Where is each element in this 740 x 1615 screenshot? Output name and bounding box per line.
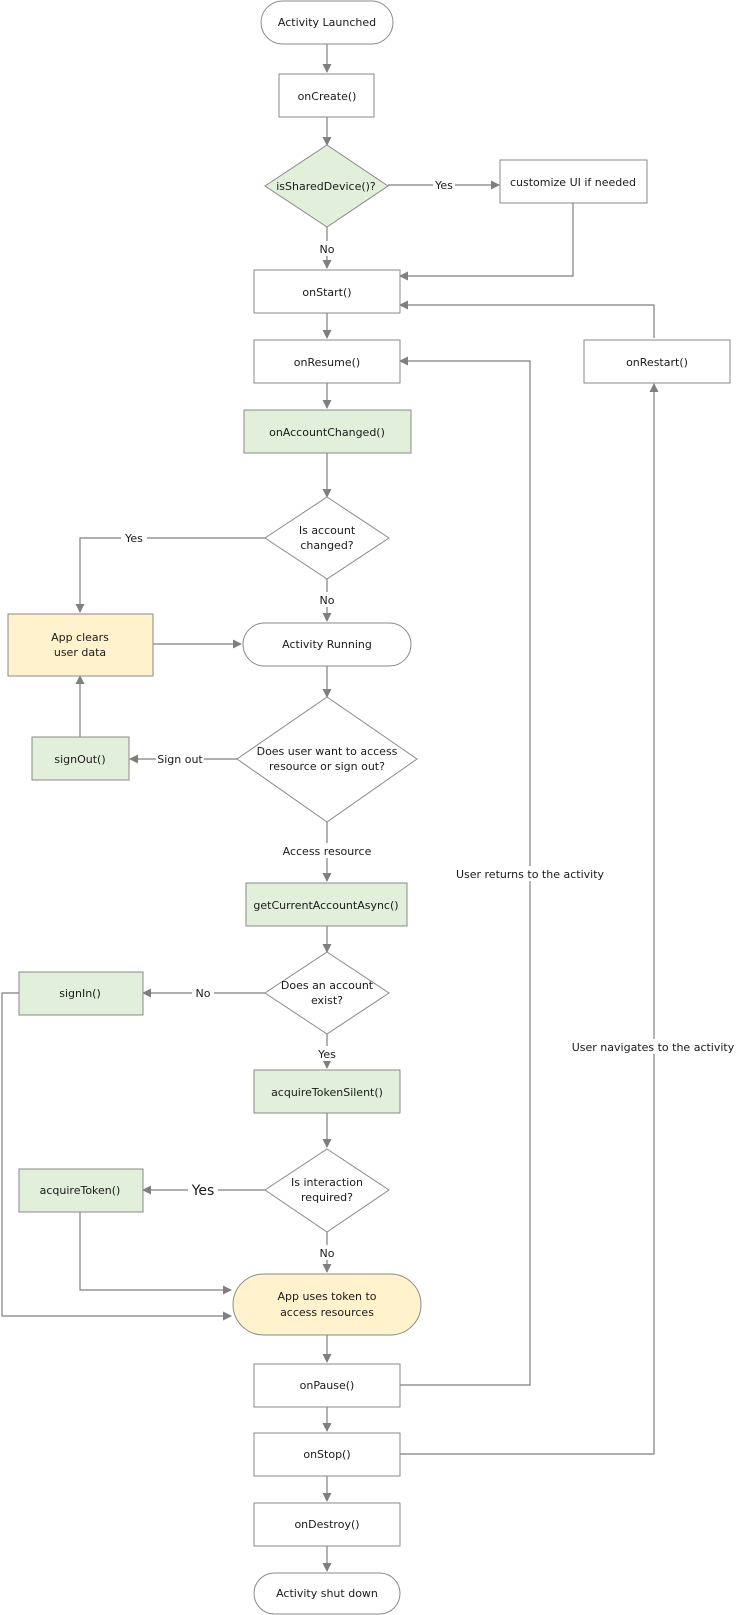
node-app-clears-user-data: App clears user data	[7, 613, 154, 677]
exist-yes-label: Yes	[317, 1048, 336, 1061]
interaction-required-label-line2: required?	[301, 1191, 353, 1204]
is-account-changed-label-line2: changed?	[300, 539, 353, 552]
edge-changed-yes	[75, 537, 265, 613]
process-shape	[499, 159, 648, 204]
node-on-resume: onResume()	[253, 339, 401, 384]
on-create-label: onCreate()	[298, 90, 357, 103]
decision-shape	[264, 496, 390, 580]
process-shape	[245, 882, 408, 927]
on-pause-label: onPause()	[300, 1379, 355, 1392]
interaction-required-label-line1: Is interaction	[291, 1176, 363, 1189]
node-get-current-account: getCurrentAccountAsync()	[245, 882, 408, 927]
on-stop-label: onStop()	[303, 1448, 350, 1461]
user-returns-label: User returns to the activity	[456, 868, 605, 881]
decision-shape	[264, 144, 389, 228]
node-is-account-changed: Is account changed?	[264, 496, 390, 580]
node-activity-launched: Activity Launched	[260, 0, 394, 45]
get-current-account-label: getCurrentAccountAsync()	[253, 899, 398, 912]
node-activity-shut-down: Activity shut down	[253, 1572, 401, 1615]
customize-ui-label: customize UI if needed	[510, 176, 636, 189]
process-shape	[583, 339, 731, 384]
on-resume-label: onResume()	[294, 356, 360, 369]
activity-running-label: Activity Running	[282, 638, 372, 651]
node-on-start: onStart()	[253, 269, 401, 314]
shared-no-label: No	[320, 243, 335, 256]
process-shape	[253, 1363, 401, 1408]
interaction-yes-label: Yes	[191, 1183, 215, 1199]
process-shape	[18, 971, 144, 1016]
acquire-token-label: acquireToken()	[40, 1184, 121, 1197]
is-account-changed-label-line1: Is account	[299, 524, 356, 537]
node-acquire-token: acquireToken()	[18, 1168, 144, 1213]
process-shape	[253, 339, 401, 384]
terminator-shape	[260, 0, 394, 45]
account-exist-label-line2: exist?	[311, 994, 343, 1007]
on-account-changed-label: onAccountChanged()	[269, 426, 385, 439]
node-sign-in: signIn()	[18, 971, 144, 1016]
decision-shape	[264, 951, 390, 1035]
on-destroy-label: onDestroy()	[294, 1518, 359, 1531]
node-on-create: onCreate()	[278, 73, 375, 118]
process-shape	[253, 1432, 401, 1477]
edge-acquiretoken-uses	[79, 1211, 232, 1295]
terminator-shape	[242, 622, 412, 667]
node-on-restart: onRestart()	[583, 339, 731, 384]
node-app-uses-token: App uses token to access resources	[232, 1273, 422, 1336]
node-interaction-required: Is interaction required?	[264, 1148, 390, 1233]
decision-shape	[236, 696, 418, 823]
process-shape	[253, 1069, 401, 1114]
node-sign-out: signOut()	[31, 736, 130, 781]
is-shared-device-label: isSharedDevice()?	[276, 180, 376, 193]
user-navigates-label: User navigates to the activity	[572, 1041, 735, 1054]
sign-in-label: signIn()	[59, 987, 101, 1000]
node-activity-running: Activity Running	[242, 622, 412, 667]
changed-no-label: No	[320, 594, 335, 607]
node-is-shared-device: isSharedDevice()?	[264, 144, 389, 228]
app-clears-label-line2: user data	[54, 646, 106, 659]
activity-shut-down-label: Activity shut down	[276, 1587, 378, 1600]
app-clears-label-line1: App clears	[51, 631, 109, 644]
process-shape	[278, 73, 375, 118]
edge-user-navigates	[400, 383, 659, 1455]
on-restart-label: onRestart()	[626, 356, 688, 369]
process-shape	[253, 269, 401, 314]
edge-customize-onstart	[399, 203, 574, 281]
node-on-destroy: onDestroy()	[253, 1502, 401, 1547]
terminator-shape	[253, 1572, 401, 1615]
exist-no-label: No	[196, 987, 211, 1000]
process-shape	[7, 613, 154, 677]
edge-labels: Yes No Yes No Sign out Access resource N…	[121, 177, 736, 1260]
sign-out-label: signOut()	[54, 753, 105, 766]
edge-signin-uses	[1, 992, 232, 1321]
process-shape	[31, 736, 130, 781]
process-shape	[243, 409, 412, 454]
node-on-stop: onStop()	[253, 1432, 401, 1477]
changed-yes-label: Yes	[124, 532, 143, 545]
access-or-signout-label-line2: resource or sign out?	[269, 760, 385, 773]
interaction-no-label: No	[320, 1247, 335, 1260]
app-uses-token-label-line1: App uses token to	[278, 1290, 377, 1303]
shared-yes-label: Yes	[434, 179, 453, 192]
acquire-token-silent-label: acquireTokenSilent()	[271, 1086, 383, 1099]
activity-launched-label: Activity Launched	[278, 16, 376, 29]
edge-onrestart-onstart	[399, 300, 655, 338]
node-customize-ui: customize UI if needed	[499, 159, 648, 204]
terminator-shape	[232, 1273, 422, 1336]
process-shape	[18, 1168, 144, 1213]
access-resource-label: Access resource	[283, 845, 372, 858]
node-account-exist: Does an account exist?	[264, 951, 390, 1035]
decision-shape	[264, 1148, 390, 1233]
app-uses-token-label-line2: access resources	[280, 1306, 374, 1319]
node-on-account-changed: onAccountChanged()	[243, 409, 412, 454]
node-acquire-token-silent: acquireTokenSilent()	[253, 1069, 401, 1114]
account-exist-label-line1: Does an account	[281, 979, 374, 992]
node-access-or-signout: Does user want to access resource or sig…	[236, 696, 418, 823]
sign-out-edge-label: Sign out	[157, 753, 203, 766]
on-start-label: onStart()	[302, 286, 351, 299]
node-on-pause: onPause()	[253, 1363, 401, 1408]
access-or-signout-label-line1: Does user want to access	[257, 745, 398, 758]
process-shape	[253, 1502, 401, 1547]
